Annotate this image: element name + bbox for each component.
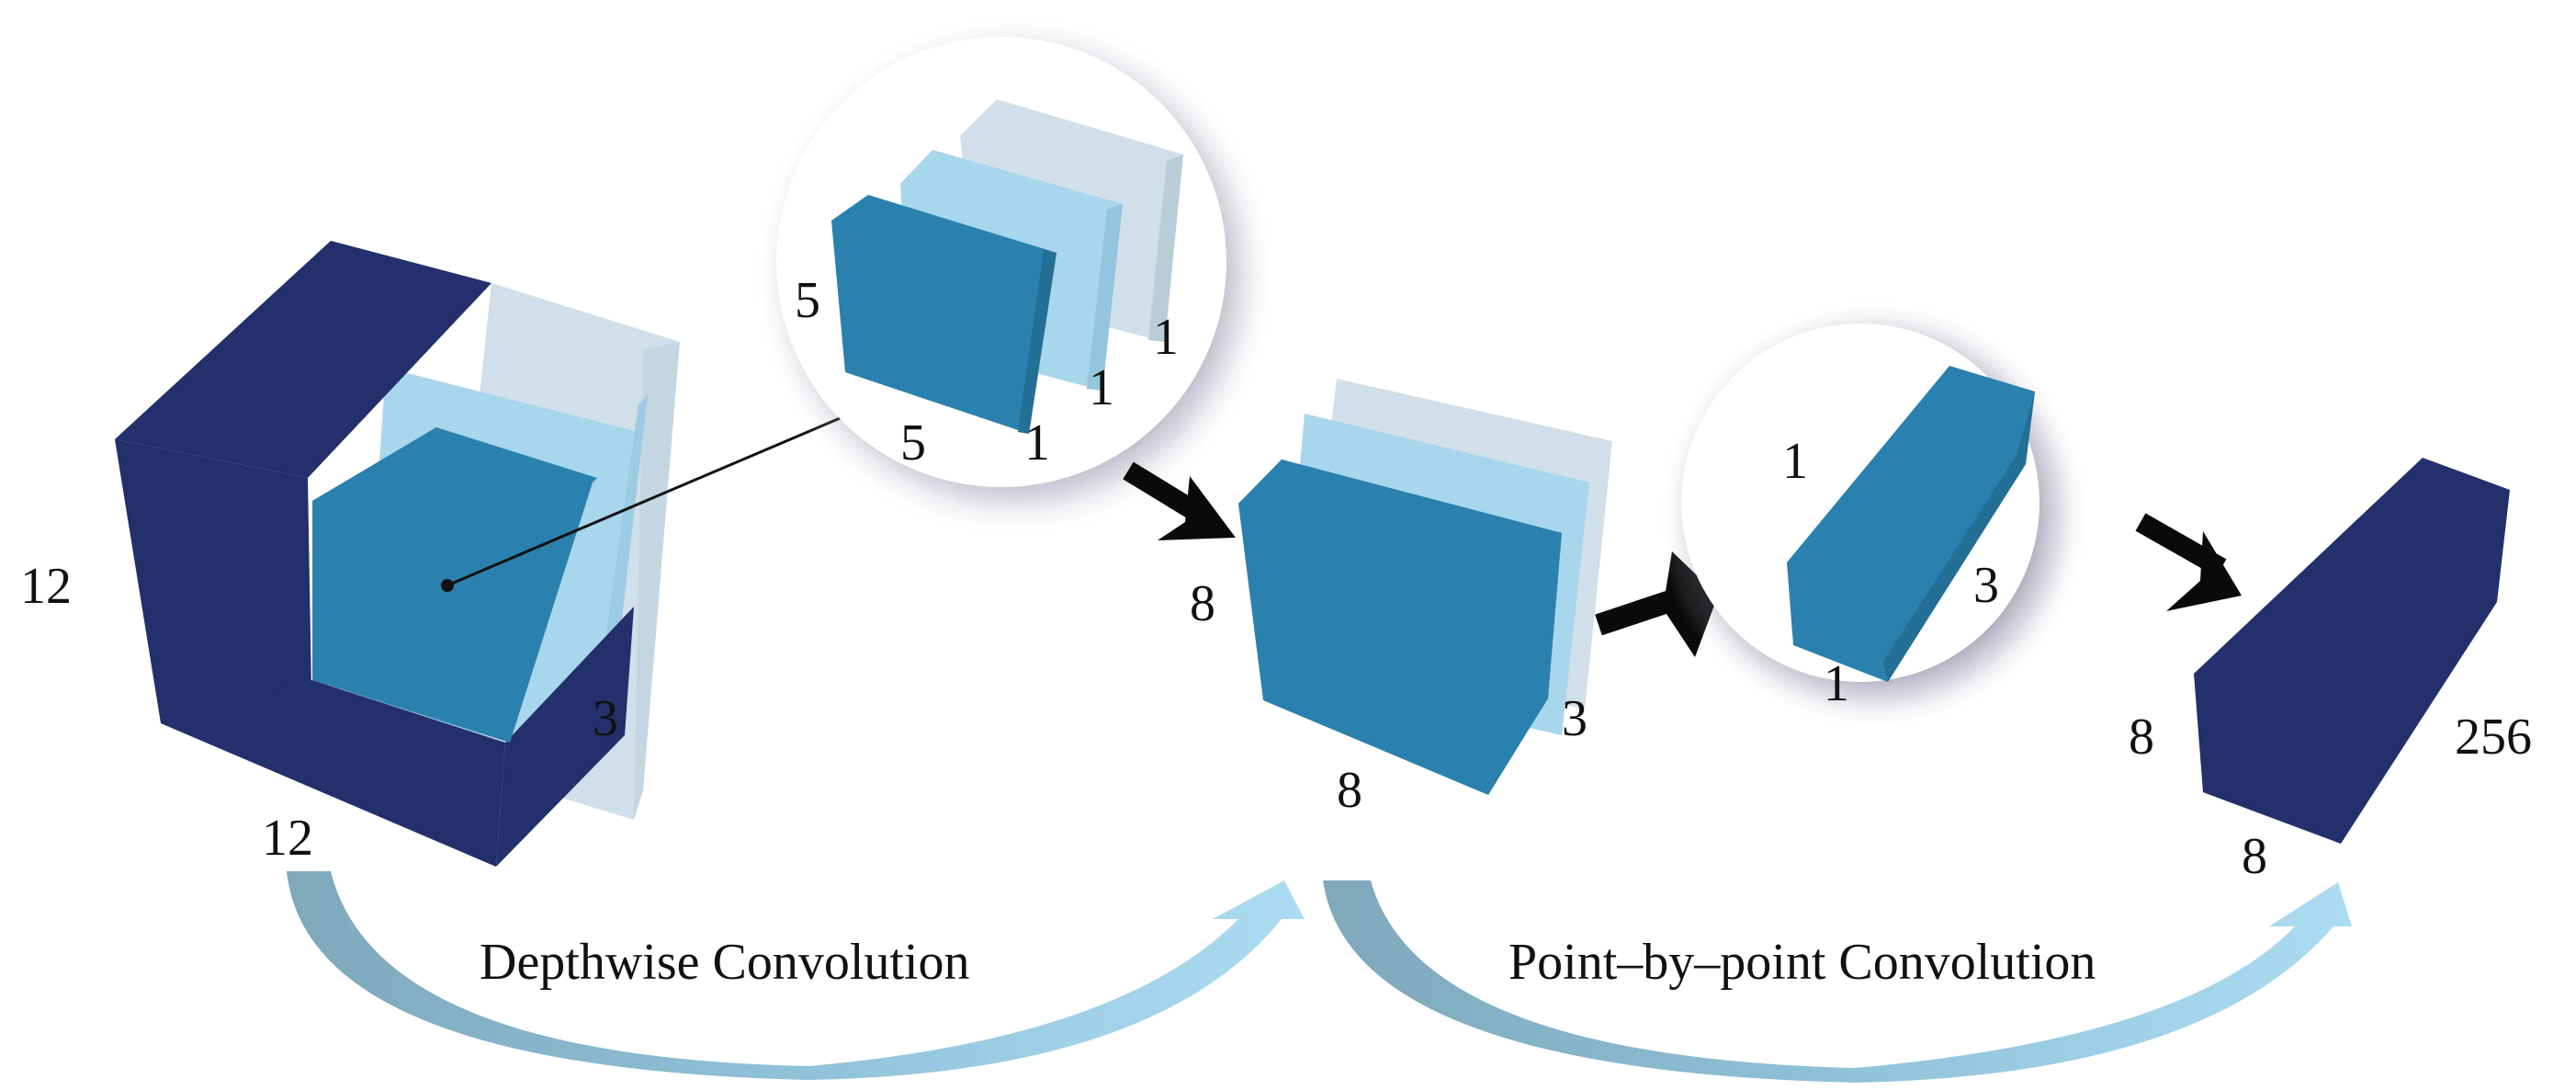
kernel-slice-2-edge — [1087, 204, 1123, 391]
kernel-depth-label-1: 1 — [1024, 414, 1050, 471]
kernel-slice-3-edge — [1148, 154, 1183, 342]
input-front-face — [115, 439, 312, 743]
kernel-height-label: 5 — [795, 272, 820, 329]
pointer-line — [446, 409, 858, 587]
arrow-to-intermediate — [1123, 461, 1236, 540]
pointwise-depth-label: 3 — [1973, 557, 1999, 614]
input-width-label: 12 — [262, 810, 313, 867]
output-height-label: 8 — [2129, 709, 2154, 766]
input-channel-1-top — [312, 427, 597, 501]
intermediate-depth-label: 3 — [1562, 690, 1587, 747]
pointwise-kernel-edge — [1883, 392, 2035, 682]
intermediate-height-label: 8 — [1190, 575, 1215, 632]
input-bottom-face — [161, 680, 505, 867]
input-block — [115, 241, 858, 867]
pointwise-kernel — [1787, 366, 2035, 682]
kernel-width-label: 5 — [900, 414, 926, 471]
input-channel-3-side — [634, 342, 680, 820]
kernel-zoom — [753, 14, 1277, 538]
pointwise-zoom — [1658, 299, 2090, 731]
intermediate-width-label: 8 — [1337, 762, 1362, 819]
intermediate-channel-1 — [1238, 460, 1562, 795]
depthwise-flow-arrow — [287, 871, 1305, 1080]
pointwise-flow-arrow — [1323, 880, 2352, 1083]
pointer-dot — [441, 579, 454, 592]
output-block — [2194, 458, 2510, 844]
output-width-label: 8 — [2242, 828, 2267, 885]
intermediate-channel-1-top — [1238, 460, 1562, 550]
kernel-slice-1-edge — [1018, 250, 1056, 434]
pointwise-height-label: 1 — [1782, 433, 1808, 490]
kernel-depth-label-2: 1 — [1089, 359, 1114, 416]
pointwise-width-label: 1 — [1824, 655, 1849, 712]
input-height-label: 12 — [20, 558, 72, 615]
pointwise-caption: Point–by–point Convolution — [1508, 934, 2096, 991]
input-right-face — [496, 607, 634, 867]
depthwise-caption: Depthwise Convolution — [480, 934, 970, 991]
input-top-face — [115, 241, 491, 478]
output-depth-label: 256 — [2455, 709, 2532, 766]
kernel-slice-1 — [831, 195, 1056, 434]
arrow-to-output — [2135, 513, 2242, 611]
output-block-shape — [2194, 458, 2510, 844]
intermediate-block — [1238, 379, 1612, 795]
kernel-depth-label-3: 1 — [1153, 309, 1179, 366]
input-depth-label: 3 — [593, 690, 618, 747]
